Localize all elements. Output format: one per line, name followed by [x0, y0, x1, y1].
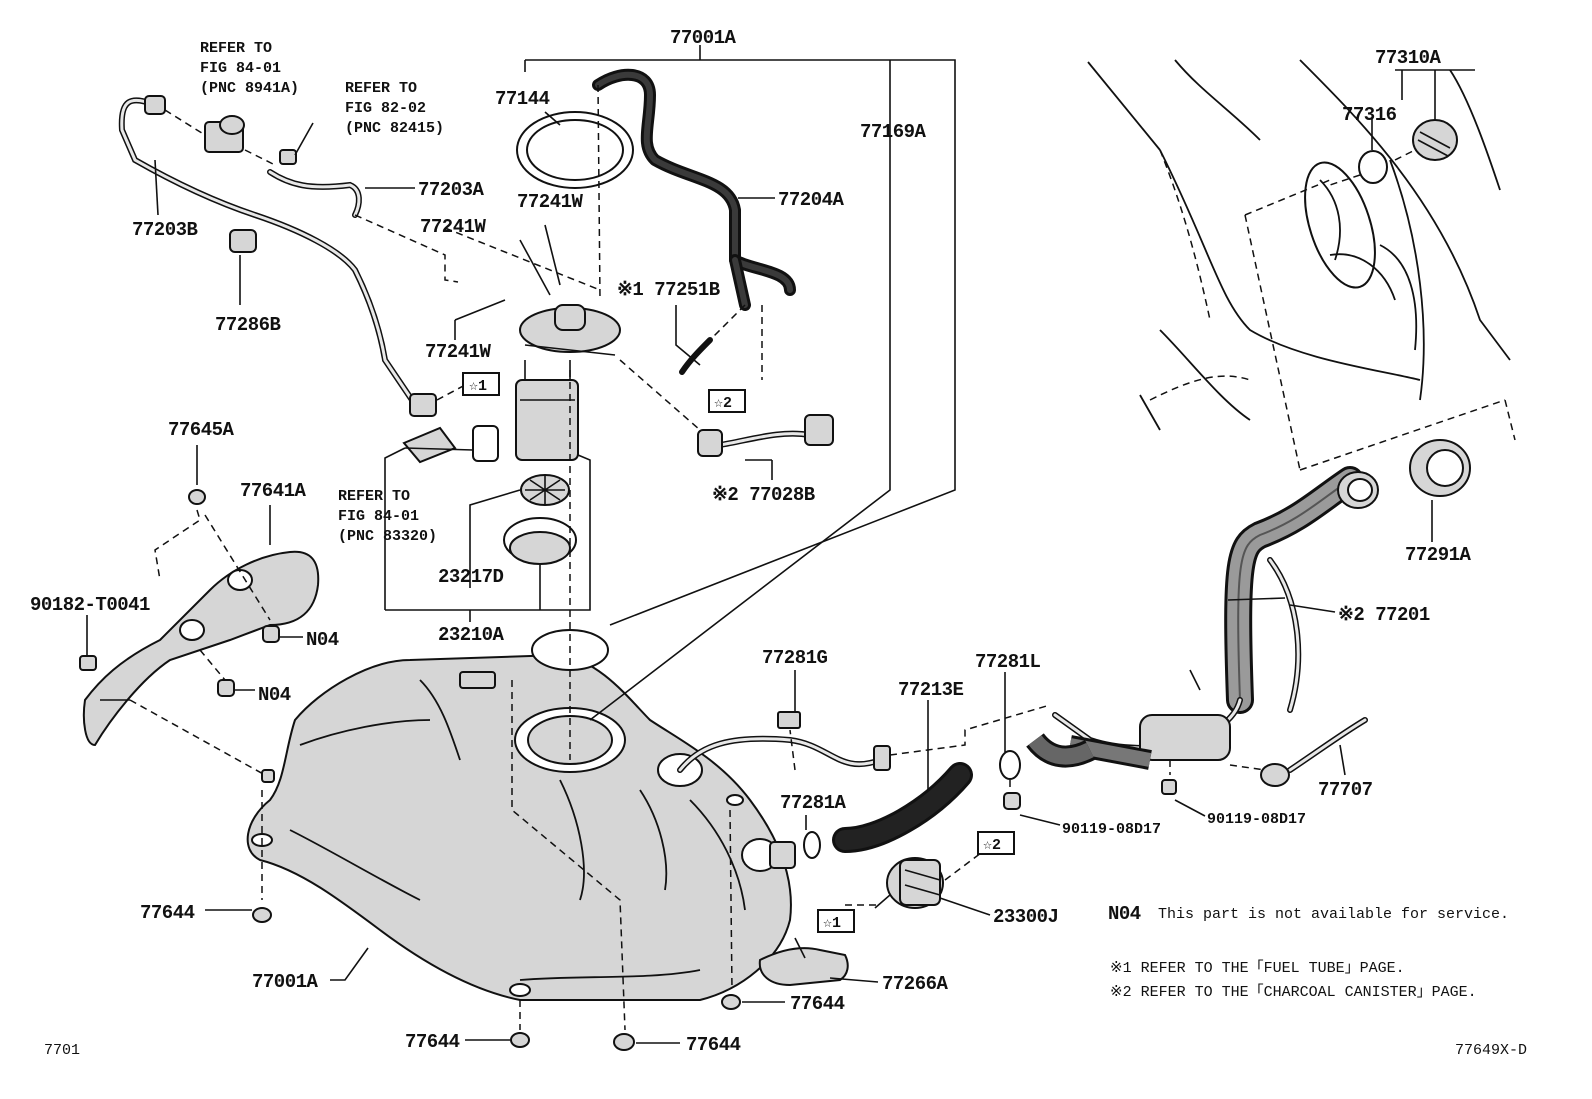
filler-grommet — [1409, 439, 1471, 497]
breather-hose — [1260, 717, 1368, 787]
label-77316: 77316 — [1342, 104, 1397, 126]
label-77001a-top: 77001A — [670, 27, 737, 49]
label-77266a: 77266A — [882, 973, 949, 995]
label-77281g: 77281G — [762, 647, 828, 669]
label-77203b: 77203B — [132, 219, 198, 241]
hose-clamp-upper — [999, 750, 1021, 780]
label-23210a: 23210A — [438, 624, 505, 646]
label-77644-d: 77644 — [790, 993, 845, 1015]
note-ref1: ※1 REFER TO THE「FUEL TUBE」PAGE. — [1110, 959, 1405, 977]
fuel-tank — [246, 653, 796, 1001]
filler-pipe — [1052, 466, 1379, 770]
label-90119-b: 90119-08D17 — [1207, 811, 1306, 828]
label-77241w-b: 77241W — [420, 216, 487, 238]
label-n04-a: N04 — [306, 629, 339, 651]
label-23217d: 23217D — [438, 566, 504, 588]
label-90119-a: 90119-08D17 — [1062, 821, 1161, 838]
label-77204a: 77204A — [778, 189, 845, 211]
connector-block — [402, 426, 457, 464]
star-label-1b: ☆1 — [823, 915, 841, 932]
label-refer-b-2: FIG 82-02 — [345, 100, 426, 117]
label-refer-a-1: REFER TO — [200, 40, 272, 57]
label-90182: 90182-T0041 — [30, 594, 150, 616]
label-77241w-c: 77241W — [425, 341, 492, 363]
part-labels: REFER TO FIG 84-01 (PNC 8941A) REFER TO … — [30, 27, 1472, 1056]
label-77644-a: 77644 — [140, 902, 195, 924]
fuel-filter — [874, 857, 944, 909]
label-77169a: 77169A — [860, 121, 927, 143]
footer-left-code: 7701 — [44, 1042, 80, 1059]
label-23300j: 23300J — [993, 906, 1058, 928]
note-n04-text: This part is not available for service. — [1158, 906, 1509, 923]
label-77241w-a: 77241W — [517, 191, 584, 213]
label-refer-a-2: FIG 84-01 — [200, 60, 281, 77]
protector — [758, 947, 849, 987]
note-n04-code: N04 — [1108, 903, 1141, 925]
label-77707: 77707 — [1318, 779, 1373, 801]
label-refer-b-3: (PNC 82415) — [345, 120, 444, 137]
vent-hose — [592, 68, 796, 296]
filler-cap — [1329, 119, 1458, 186]
label-77281a: 77281A — [780, 792, 847, 814]
leader-lines — [86, 45, 1475, 1044]
label-77213e: 77213E — [898, 679, 964, 701]
vapor-tube-connector — [873, 745, 891, 771]
label-77310a: 77310A — [1375, 47, 1442, 69]
gasket — [472, 425, 499, 462]
footer-right-code: 77649X-D — [1455, 1042, 1527, 1059]
label-77028b: ※2 77028B — [712, 484, 815, 506]
star-label-2a: ☆2 — [714, 395, 732, 412]
label-77644-b: 77644 — [405, 1031, 460, 1053]
notes: N04 This part is not available for servi… — [1108, 903, 1509, 1001]
star-boxes — [462, 372, 1015, 933]
label-77251b: ※1 77251B — [617, 279, 720, 301]
clip-77281g — [777, 711, 801, 729]
hose-clamp-lower — [803, 831, 821, 859]
label-77203a: 77203A — [418, 179, 485, 201]
star-label-2b: ☆2 — [983, 837, 1001, 854]
vehicle-body-outline — [1087, 59, 1516, 471]
fasteners — [79, 489, 1177, 1051]
clamp-77286b — [229, 229, 257, 253]
note-ref2: ※2 REFER TO THE「CHARCOAL CANISTER」PAGE. — [1110, 983, 1477, 1001]
heat-insulator — [82, 550, 320, 747]
label-refer-c-3: (PNC 83320) — [338, 528, 437, 545]
label-77281l: 77281L — [975, 651, 1041, 673]
label-77286b: 77286B — [215, 314, 281, 336]
label-77644-c: 77644 — [686, 1034, 741, 1056]
tube-77203b — [118, 97, 415, 403]
label-77201: ※2 77201 — [1338, 604, 1430, 626]
label-77291a: 77291A — [1405, 544, 1472, 566]
label-refer-c-2: FIG 84-01 — [338, 508, 419, 525]
label-n04-b: N04 — [258, 684, 291, 706]
label-refer-a-3: (PNC 8941A) — [200, 80, 299, 97]
label-77001a-bottom: 77001A — [252, 971, 319, 993]
label-77144: 77144 — [495, 88, 550, 110]
label-77641a: 77641A — [240, 480, 307, 502]
label-77645a: 77645A — [168, 419, 235, 441]
star-label-1a: ☆1 — [469, 378, 487, 395]
fuel-pump-module — [503, 304, 621, 565]
fuel-tube-77251b — [679, 337, 713, 375]
label-refer-b-1: REFER TO — [345, 80, 417, 97]
label-refer-c-1: REFER TO — [338, 488, 410, 505]
connector-82415 — [279, 149, 297, 165]
